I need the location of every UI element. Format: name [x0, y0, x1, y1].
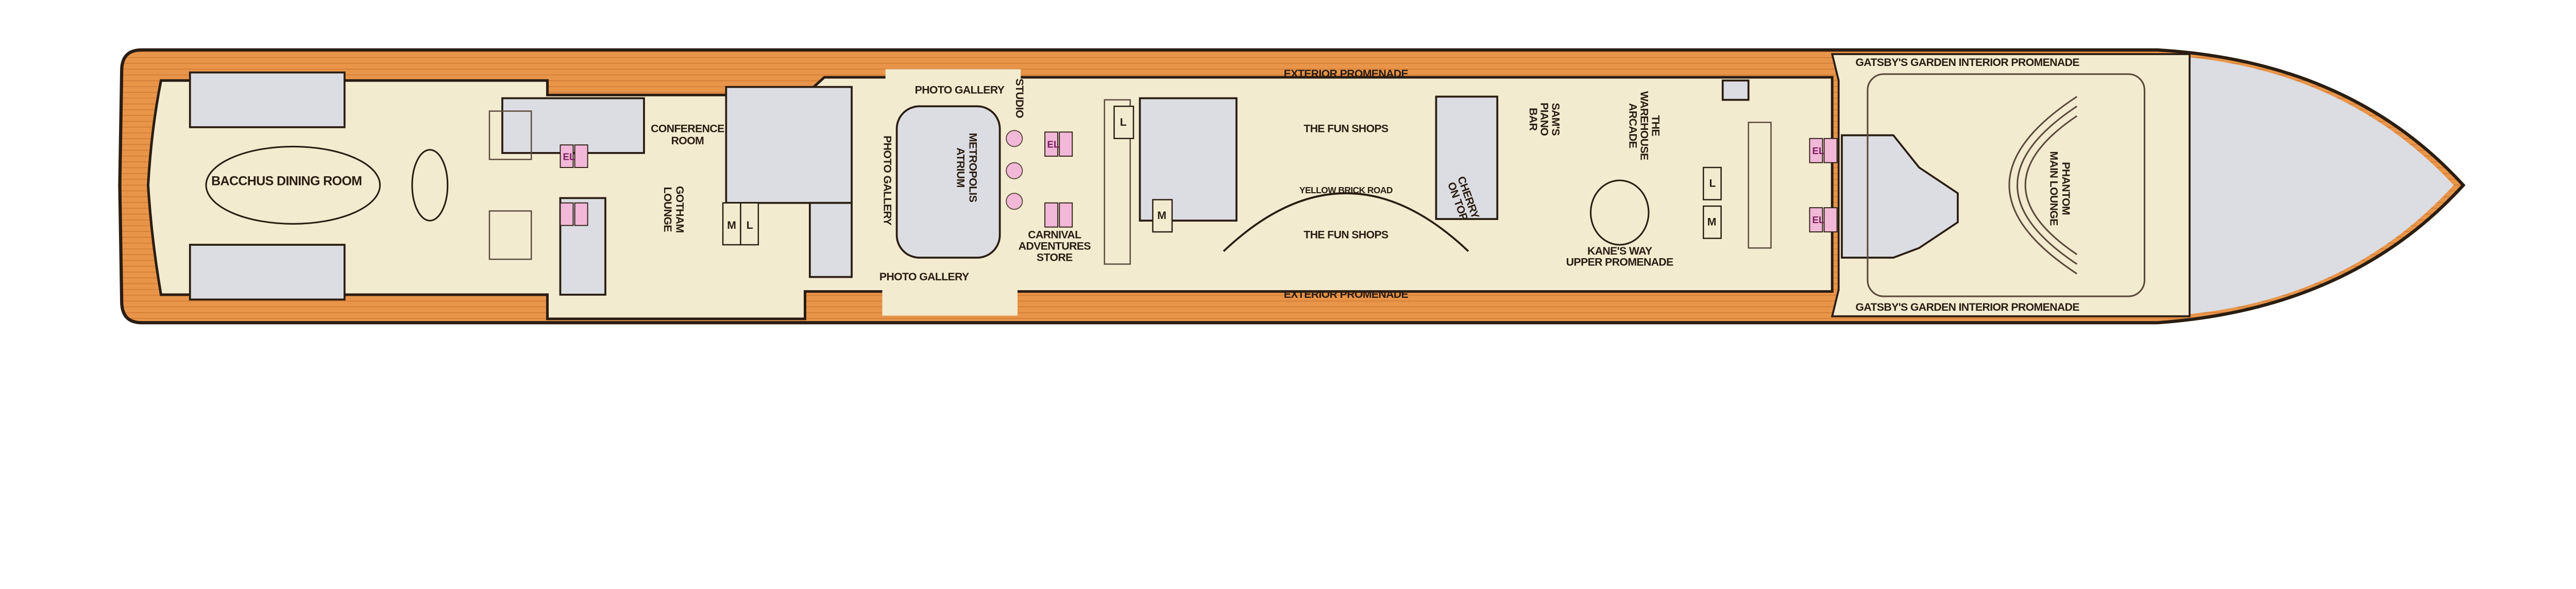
conference-room-label: CONFERENCE: [651, 122, 724, 134]
mens-restroom-label: M: [727, 219, 736, 231]
kanes-way-feature: [1589, 179, 1650, 246]
sams-piano-bar-label: SAM'S: [1550, 103, 1562, 136]
phantom-main-lounge-label: MAIN LOUNGE: [2047, 152, 2060, 226]
gatsbys-garden-label: GATSBY'S GARDEN INTERIOR PROMENADE: [1856, 56, 2080, 69]
carnival-adventures-store-label: ADVENTURES: [1019, 240, 1091, 252]
elevators: [560, 130, 1838, 232]
metropolis-atrium-label: ATRIUM: [955, 147, 967, 187]
photo-gallery-bottom-area: [882, 277, 1018, 316]
carnival-adventures-store-label: STORE: [1037, 251, 1073, 263]
ladies-restroom-label: L: [1709, 177, 1716, 190]
bacchus-dining-room-label: BACCHUS DINING ROOM: [211, 174, 362, 188]
yellow-brick-road-path: [1223, 192, 1469, 252]
restricted-areas: [189, 71, 1959, 301]
warehouse-arcade-label: WAREHOUSE: [1638, 91, 1650, 160]
gatsby-garden-area: [1831, 53, 2191, 317]
photo-gallery-label: PHOTO GALLERY: [882, 136, 894, 225]
kanes-way-label: UPPER PROMENADE: [1566, 256, 1673, 268]
stairways: [488, 99, 1772, 265]
carnival-adventures-store-label: CARNIVAL: [1028, 229, 1081, 241]
metropolis-atrium-label: METROPOLIS: [967, 133, 979, 203]
warehouse-arcade-label: ARCADE: [1627, 103, 1639, 148]
restrooms: [722, 106, 1722, 246]
gotham-lounge-label: LOUNGE: [662, 187, 674, 232]
kanes-way-label: KANE'S WAY: [1587, 245, 1652, 257]
elevator-label: EL: [563, 152, 575, 162]
ladies-restroom-label: L: [1120, 116, 1127, 128]
exterior-promenade-label: EXTERIOR PROMENADE: [1284, 68, 1409, 80]
photo-gallery-label: PHOTO GALLERY: [879, 271, 969, 283]
mens-restroom-label: M: [1157, 209, 1166, 222]
warehouse-arcade-label: THE: [1649, 115, 1662, 136]
elevator-label: EL: [1812, 145, 1825, 156]
phantom-seating: [1867, 73, 2146, 297]
studio-label: STUDIO: [1013, 78, 1026, 118]
fun-shops-label: THE FUN SHOPS: [1303, 122, 1388, 134]
bacchus-round-table: [411, 149, 449, 222]
deck-plan: EL EL EL EL M L L M L M BACCHUS DINING R…: [118, 48, 2466, 325]
fun-shops-label: THE FUN SHOPS: [1303, 229, 1388, 241]
elevator-label: EL: [1812, 214, 1825, 225]
gatsbys-garden-label: GATSBY'S GARDEN INTERIOR PROMENADE: [1856, 301, 2080, 313]
photo-gallery-top-area: [885, 69, 1021, 95]
elevator-label: EL: [1047, 139, 1060, 149]
photo-gallery-label: PHOTO GALLERY: [915, 83, 1005, 96]
yellow-brick-road-label: YELLOW BRICK ROAD: [1299, 185, 1393, 195]
gotham-lounge-label: GOTHAM: [674, 186, 686, 233]
conference-room-label: ROOM: [671, 134, 704, 147]
phantom-main-lounge-label: PHANTOM: [2060, 162, 2072, 215]
exterior-promenade-label: EXTERIOR PROMENADE: [1284, 288, 1409, 300]
bow-restricted-area: [2190, 57, 2454, 314]
mens-restroom-label: M: [1707, 216, 1716, 228]
sams-piano-bar-label: BAR: [1527, 108, 1539, 130]
ladies-restroom-label: L: [747, 219, 753, 231]
sams-piano-bar-label: PIANO: [1538, 103, 1551, 136]
bacchus-center-table: [205, 145, 381, 225]
